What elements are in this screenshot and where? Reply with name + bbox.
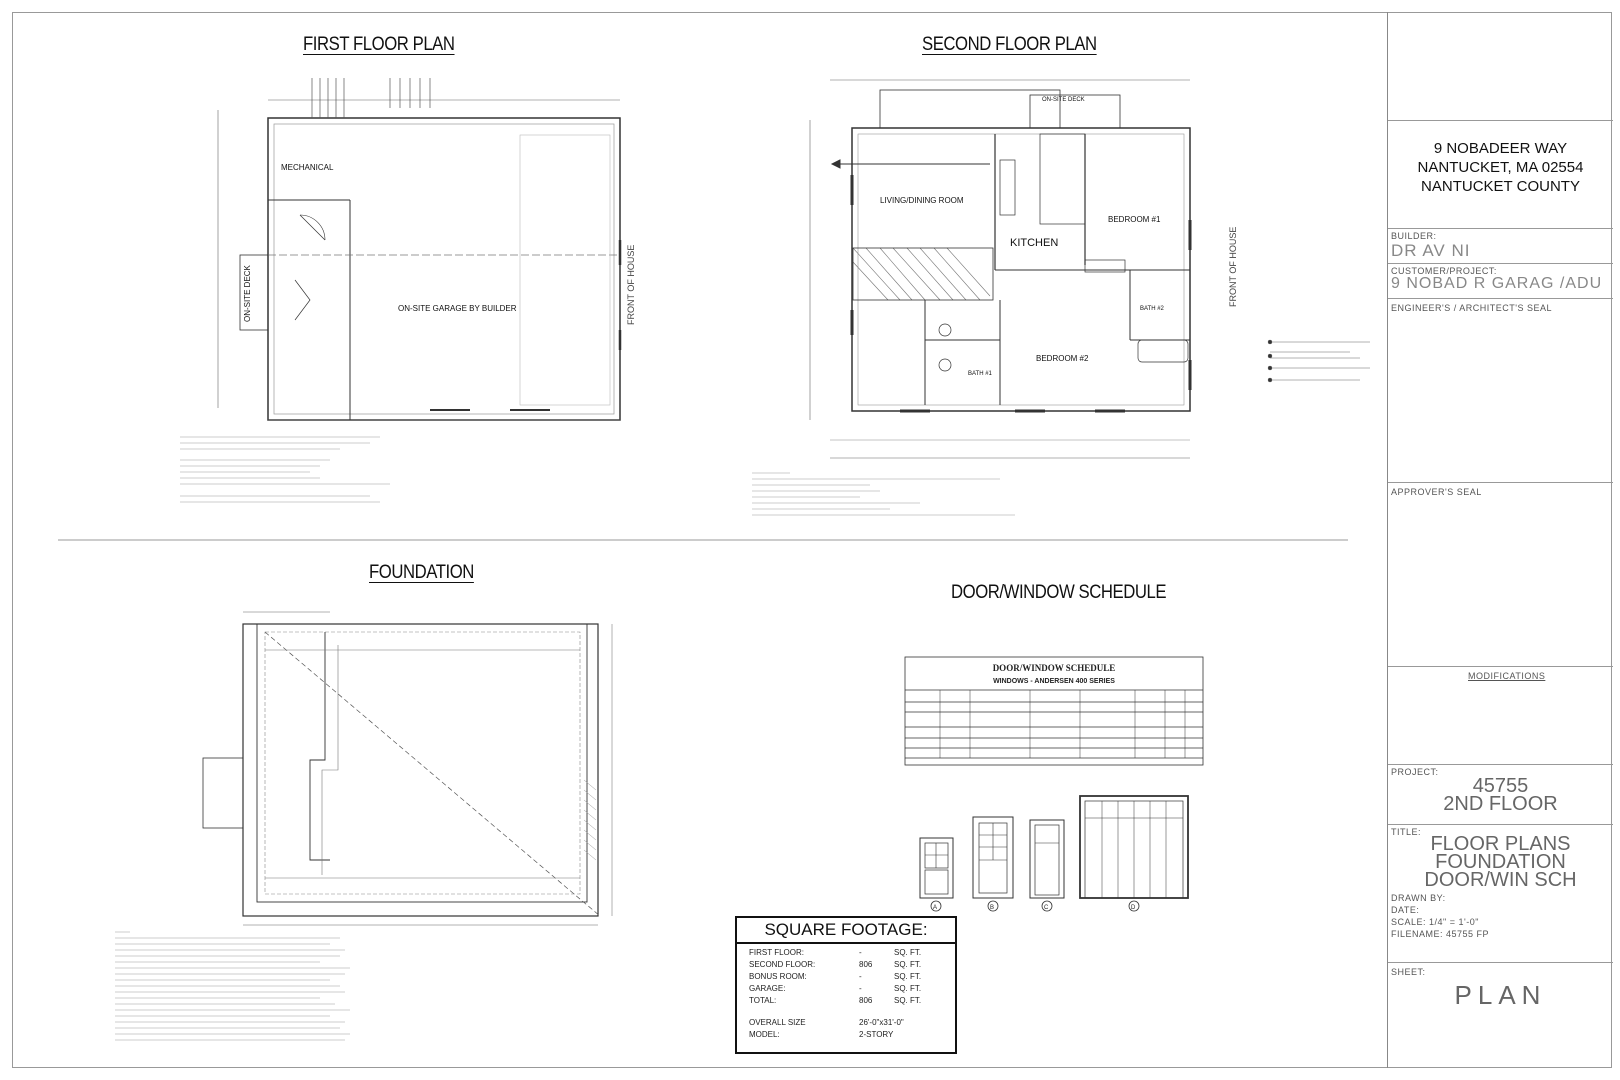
garage-label: ON-SITE GARAGE BY BUILDER [398, 304, 517, 313]
overall-size-row: OVERALL SIZE 26'-0"x31'-0" [749, 1018, 904, 1027]
door-window-title: DOOR/WINDOW SCHEDULE [951, 582, 1167, 603]
address-line1: 9 NOBADEER WAY [1433, 140, 1568, 157]
tag-a: A [933, 905, 937, 911]
ff-deck-label: ON-SITE DECK [243, 264, 252, 322]
first-floor-plan [217, 78, 622, 421]
sqft-row: FIRST FLOOR: - SQ. FT. [749, 948, 922, 957]
tag-b: B [990, 905, 994, 911]
schedule-header: DOOR/WINDOW SCHEDULE [992, 663, 1116, 673]
drawing-sheet [12, 12, 1612, 1068]
modifications-cell: MODIFICATIONS [1388, 666, 1613, 764]
kitchen-label: KITCHEN [1010, 237, 1058, 249]
second-floor-notes [752, 472, 1015, 516]
sheet-cell: SHEET: PLAN [1388, 962, 1613, 1068]
customer-cell: CUSTOMER/PROJECT: 9 NOBAD R GARAG /ADU [1388, 263, 1613, 298]
schedule-table [904, 656, 1204, 766]
second-floor-plan [809, 79, 1192, 459]
square-footage-header: SQUARE FOOTAGE: [737, 918, 955, 944]
ff-front-label: FRONT OF HOUSE [626, 245, 636, 325]
first-floor-title: FIRST FLOOR PLAN [303, 34, 455, 55]
sqft-row: TOTAL: 806 SQ. FT. [749, 996, 922, 1005]
sqft-row: GARAGE: - SQ. FT. [749, 984, 922, 993]
square-footage-box: SQUARE FOOTAGE: FIRST FLOOR: - SQ. FT. S… [735, 916, 957, 1054]
tag-d: D [1131, 905, 1136, 911]
tag-c: C [1044, 905, 1049, 911]
address-line2: NANTUCKET, MA 02554 [1417, 159, 1584, 176]
sqft-row: BONUS ROOM: - SQ. FT. [749, 972, 922, 981]
bedroom2-label: BEDROOM #2 [1036, 354, 1089, 363]
title-cell: TITLE: FLOOR PLANS FOUNDATION DOOR/WIN S… [1388, 824, 1613, 962]
foundation-plan [202, 611, 613, 926]
electrical-legend [1267, 339, 1370, 383]
living-dining-label: LIVING/DINING ROOM [880, 196, 964, 205]
sf-front-label: FRONT OF HOUSE [1228, 227, 1238, 307]
bedroom1-label: BEDROOM #1 [1108, 215, 1161, 224]
mechanical-label: MECHANICAL [281, 163, 334, 172]
window-door-elevations [919, 795, 1189, 912]
foundation-title: FOUNDATION [369, 562, 474, 583]
bath1-label: BATH #1 [968, 371, 993, 377]
sf-deck-label: ON-SITE DECK [1042, 97, 1085, 103]
model-row: MODEL: 2-STORY [749, 1030, 894, 1039]
foundation-notes [115, 931, 350, 1041]
bath2-label: BATH #2 [1140, 306, 1165, 312]
engineer-seal-cell: ENGINEER'S / ARCHITECT'S SEAL [1388, 298, 1613, 482]
project-cell: PROJECT: 45755 2ND FLOOR [1388, 764, 1613, 824]
builder-cell: BUILDER: DR AV NI [1388, 228, 1613, 263]
address-line3: NANTUCKET COUNTY [1421, 178, 1580, 195]
approver-seal-cell: APPROVER'S SEAL [1388, 482, 1613, 666]
drawing-canvas: MECHANICAL ON-SITE GARAGE BY BUILDER ON-… [58, 78, 1370, 1041]
second-floor-title: SECOND FLOOR PLAN [922, 34, 1097, 55]
address-cell: 9 NOBADEER WAY NANTUCKET, MA 02554 NANTU… [1388, 120, 1613, 228]
schedule-subheader: WINDOWS - ANDERSEN 400 SERIES [993, 678, 1115, 685]
first-floor-notes [180, 436, 390, 503]
sqft-row: SECOND FLOOR: 806 SQ. FT. [749, 960, 922, 969]
title-block: 9 NOBADEER WAY NANTUCKET, MA 02554 NANTU… [1387, 12, 1613, 1068]
door-window-schedule: DOOR/WINDOW SCHEDULE WINDOWS - ANDERSEN … [905, 657, 1203, 765]
